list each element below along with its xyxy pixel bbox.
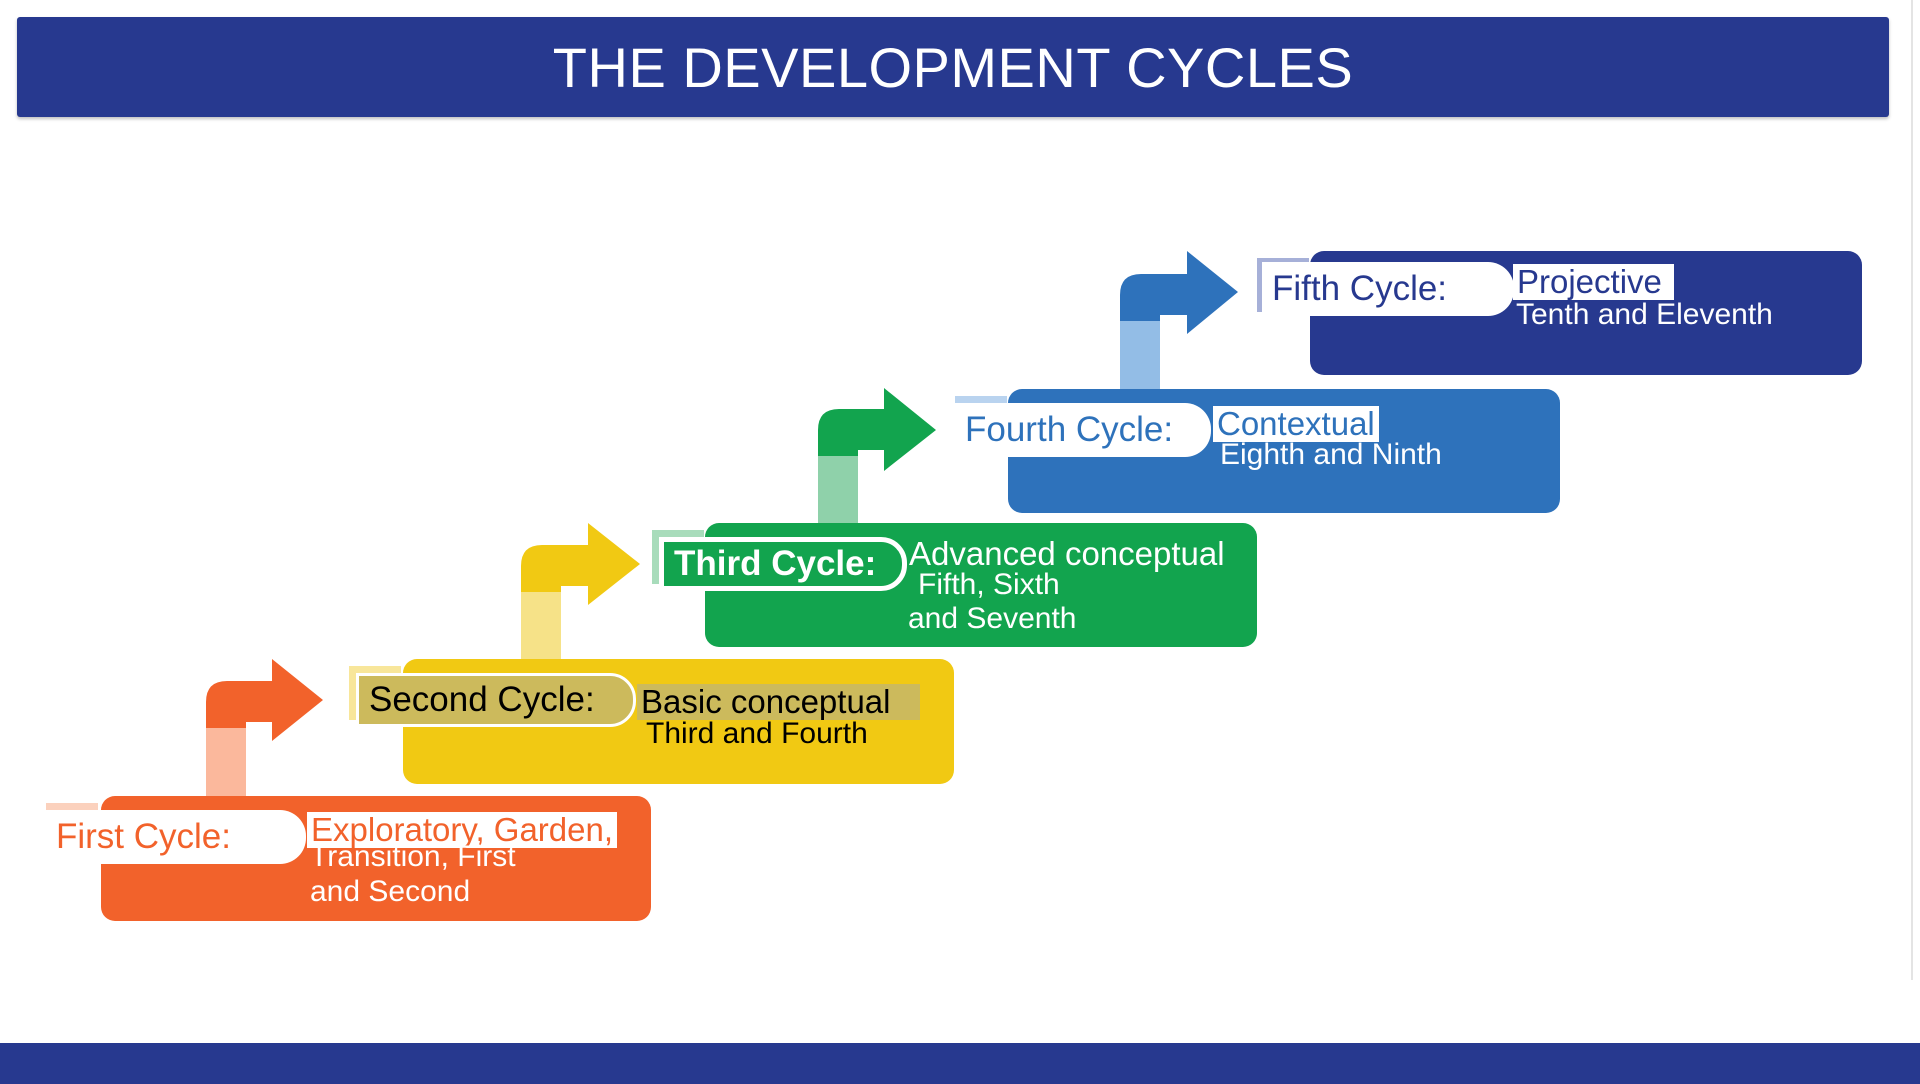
cycle-4-grades-line-1: Eighth and Ninth: [1220, 438, 1442, 471]
step-arrow-1: [206, 659, 323, 798]
cycle-3-label-text: Third Cycle:: [674, 544, 877, 583]
cycle-4-title: Contextual: [1213, 406, 1379, 442]
cycle-3-grades-line-2: and Seventh: [908, 602, 1077, 635]
cycle-2-grades-line-1: Third and Fourth: [646, 717, 868, 750]
footer-bar: [0, 1043, 1920, 1084]
step-arrow-3: [818, 388, 936, 525]
cycle-2-title: Basic conceptual: [637, 684, 921, 720]
cycle-5-label: Fifth Cycle:: [1262, 262, 1514, 316]
cycle-5-grades-line-1: Tenth and Eleventh: [1516, 298, 1773, 331]
cycle-3-title: Advanced conceptual: [909, 535, 1225, 572]
step-arrow-2: [521, 523, 640, 661]
right-border-line: [1911, 0, 1913, 980]
cycle-1-grades-line-1: Transition, First: [310, 840, 516, 873]
cycle-2-label: Second Cycle:: [356, 673, 636, 727]
step-arrow-4: [1120, 251, 1238, 391]
cycle-1-grades-line-2: and Second: [310, 875, 471, 908]
cycle-1-title: Exploratory, Garden,: [307, 812, 618, 848]
cycle-4-label: Fourth Cycle:: [955, 403, 1211, 457]
cycle-4-label-text: Fourth Cycle:: [965, 410, 1174, 449]
cycle-5-title: Projective: [1513, 264, 1674, 300]
cycle-3-grades-line-1: Fifth, Sixth: [918, 568, 1060, 601]
page-title-text: THE DEVELOPMENT CYCLES: [552, 35, 1354, 99]
cycle-3-label: Third Cycle:: [659, 537, 907, 591]
page-title: THE DEVELOPMENT CYCLES: [17, 17, 1889, 117]
cycle-1-label-text: First Cycle:: [56, 817, 231, 856]
cycle-5-label-text: Fifth Cycle:: [1272, 269, 1448, 308]
cycle-2-label-text: Second Cycle:: [369, 680, 595, 719]
cycle-1-label: First Cycle:: [46, 810, 306, 864]
